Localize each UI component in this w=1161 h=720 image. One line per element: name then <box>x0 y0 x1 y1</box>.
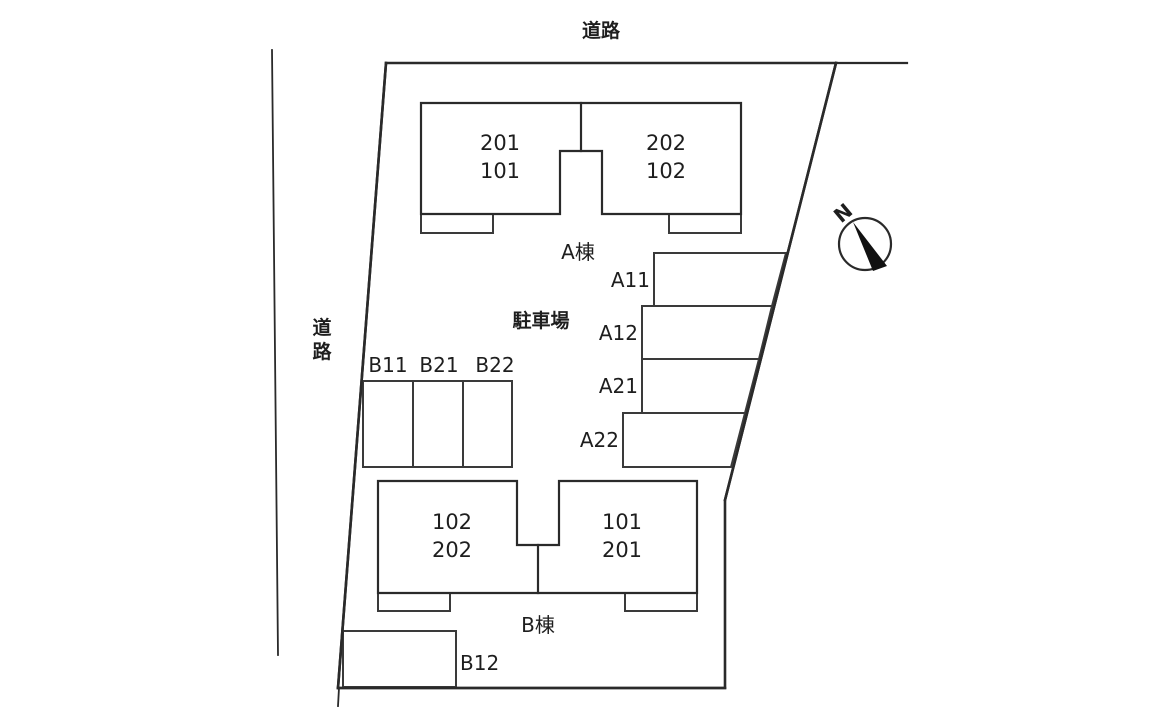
b-unit-left-lower: 202 <box>432 538 472 562</box>
label-b22: B22 <box>475 353 514 377</box>
label-a11: A11 <box>611 268 650 292</box>
b-unit-right-lower: 201 <box>602 538 642 562</box>
label-b12: B12 <box>460 651 499 675</box>
label-a12: A12 <box>599 321 638 345</box>
parking-space-b11[interactable] <box>362 380 414 468</box>
lot-boundary-right-edge <box>723 61 838 502</box>
parking-space-a21[interactable] <box>641 358 761 414</box>
road-top-label: 道路 <box>582 19 621 42</box>
building-a-balcony-left <box>420 213 494 234</box>
parking-space-a11[interactable] <box>653 252 788 307</box>
parking-label: 駐車場 <box>512 309 569 332</box>
a-unit-left-upper: 201 <box>480 131 520 155</box>
building-a-label: A棟 <box>561 240 595 264</box>
b-unit-right-upper: 101 <box>602 510 642 534</box>
road-left-label-2: 路 <box>312 340 332 363</box>
label-b21: B21 <box>419 353 458 377</box>
parking-space-b21[interactable] <box>412 380 464 468</box>
parking-space-a12[interactable] <box>641 305 774 360</box>
parking-a-spaces <box>622 252 788 468</box>
building-b-balcony-left <box>377 592 451 612</box>
building-b-label: B棟 <box>521 613 555 637</box>
building-a-balcony-right <box>668 213 742 234</box>
building-b <box>376 479 699 612</box>
building-b-outline <box>376 479 699 595</box>
a-unit-left-lower: 101 <box>480 159 520 183</box>
parking-space-b12[interactable] <box>342 630 457 688</box>
label-b11: B11 <box>368 353 407 377</box>
building-a-outline <box>419 101 743 216</box>
left-road-line <box>271 49 279 656</box>
lot-boundary-left-edge <box>336 61 388 690</box>
parking-b-row <box>362 380 513 468</box>
b-unit-left-upper: 102 <box>432 510 472 534</box>
label-a22: A22 <box>580 428 619 452</box>
parking-space-a22[interactable] <box>622 412 747 468</box>
road-left-label-1: 道 <box>312 316 331 339</box>
building-a <box>419 101 743 234</box>
a-unit-right-lower: 102 <box>646 159 686 183</box>
lot-boundary-left-ext <box>337 687 340 707</box>
north-arrow-icon: N <box>829 198 893 272</box>
label-a21: A21 <box>599 374 638 398</box>
parking-space-b22[interactable] <box>462 380 513 468</box>
a-unit-right-upper: 202 <box>646 131 686 155</box>
building-b-balcony-right <box>624 592 698 612</box>
